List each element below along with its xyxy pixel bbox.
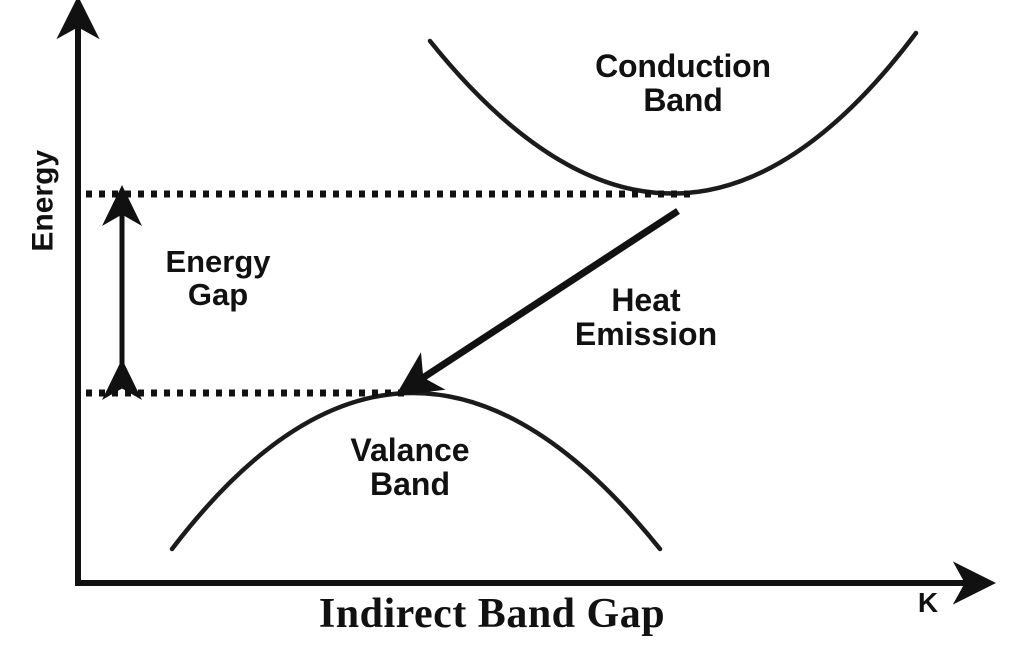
conduction-band-label: Conduction Band xyxy=(595,48,771,118)
energy-gap-label: Energy Gap xyxy=(165,244,271,312)
figure-title: Indirect Band Gap xyxy=(318,591,666,637)
y-axis-label: Energy xyxy=(26,149,60,252)
valence-band-label: Valance Band xyxy=(350,432,470,502)
heat-emission-label: Heat Emission xyxy=(574,282,718,352)
x-axis-label: K xyxy=(917,587,939,618)
heat-emission-arrow xyxy=(395,208,680,396)
